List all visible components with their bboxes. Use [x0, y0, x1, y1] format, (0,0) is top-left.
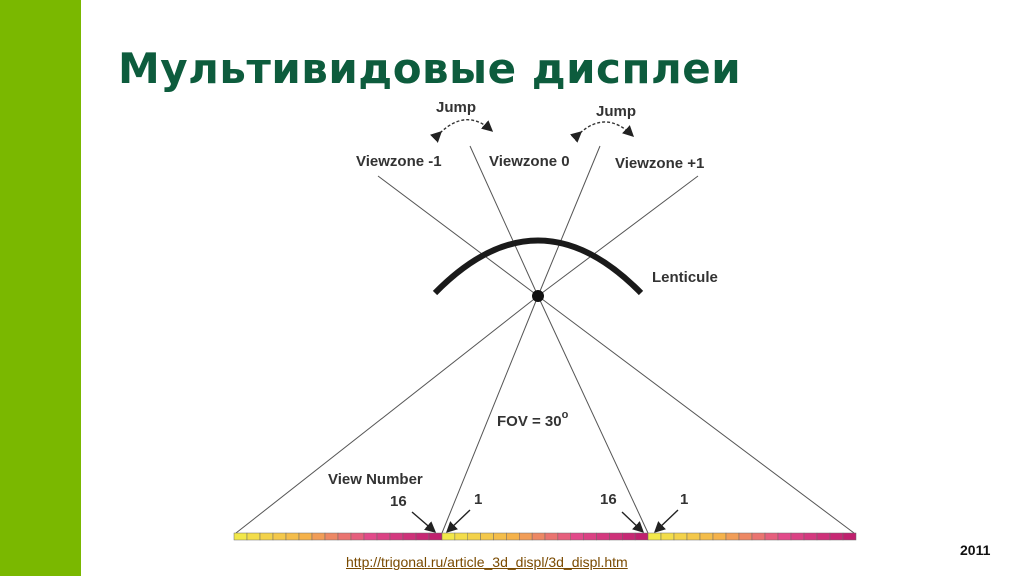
strip-segment: [816, 532, 831, 541]
marker-1-left-label: 1: [474, 491, 482, 508]
ray-viewzone-zero-right: [537, 145, 601, 297]
strip-segment: [259, 532, 274, 541]
strip-segment: [531, 532, 546, 541]
year-label: 2011: [960, 542, 991, 558]
strip-segment: [622, 532, 636, 541]
strip-segment: [673, 532, 688, 541]
strip-segment: [738, 532, 753, 541]
viewzone-zero-label: Viewzone 0: [489, 153, 570, 170]
strip-segment: [376, 532, 391, 541]
marker-1-right-arrow: [653, 509, 679, 533]
strip-segment: [454, 532, 469, 541]
marker-16-left-label: 16: [390, 493, 407, 510]
strip-segment: [751, 532, 766, 541]
strip-segment: [324, 532, 339, 541]
marker-16-left-arrow: [411, 511, 437, 533]
lenticule-label: Lenticule: [652, 269, 718, 286]
marker-1-left-arrow: [445, 509, 471, 533]
strip-segment: [506, 532, 520, 541]
strip-segment: [803, 532, 818, 541]
source-link[interactable]: http://trigonal.ru/article_3d_displ/3d_d…: [346, 554, 628, 570]
pixel-strip: [233, 532, 857, 541]
strip-segment: [415, 532, 430, 541]
strip-segment: [686, 532, 701, 541]
strip-segment: [777, 532, 792, 541]
strip-segment: [725, 532, 740, 541]
jump-arrow-right: [569, 121, 635, 143]
strip-segment: [246, 532, 261, 541]
fov-ray-outer-left: [235, 295, 539, 534]
focal-point: [532, 290, 544, 302]
viewzone-plus-label: Viewzone +1: [615, 155, 704, 172]
strip-segment: [829, 532, 844, 541]
strip-segment: [544, 532, 559, 541]
strip-segment: [660, 532, 675, 541]
strip-segment: [233, 532, 248, 541]
strip-segment: [389, 532, 404, 541]
strip-segment: [570, 532, 584, 541]
fov-ray-inner-left: [441, 295, 539, 534]
strip-segment: [441, 532, 456, 541]
view-number-label: View Number: [328, 471, 423, 488]
marker-1-right-label: 1: [680, 491, 688, 508]
strip-segment: [790, 532, 805, 541]
strip-segment: [596, 532, 610, 541]
strip-segment: [298, 532, 313, 541]
jump-label-left: Jump: [436, 99, 476, 116]
marker-16-right-label: 16: [600, 491, 617, 508]
strip-segment: [699, 532, 714, 541]
strip-segment: [764, 532, 779, 541]
jump-label-right: Jump: [596, 103, 636, 120]
strip-segment: [428, 532, 443, 541]
strip-segment: [557, 532, 572, 541]
strip-segment: [519, 532, 533, 541]
strip-segment: [467, 532, 481, 541]
strip-segment: [311, 532, 326, 541]
viewzone-minus-label: Viewzone -1: [356, 153, 442, 170]
strip-segment: [363, 532, 378, 541]
fov-label: FOV = 30o: [497, 409, 569, 430]
strip-segment: [634, 532, 649, 541]
fov-ray-inner-right: [537, 295, 649, 534]
ray-viewzone-minus: [377, 175, 539, 297]
green-side-bar: [0, 0, 81, 576]
strip-segment: [842, 532, 857, 541]
ray-viewzone-zero-left: [469, 145, 539, 297]
strip-segment: [480, 532, 494, 541]
strip-segment: [350, 532, 365, 541]
strip-segment: [337, 532, 352, 541]
strip-segment: [583, 532, 597, 541]
lenticule-arc: [432, 237, 644, 296]
strip-segment: [285, 532, 300, 541]
strip-segment: [402, 532, 417, 541]
ray-viewzone-plus: [537, 175, 699, 297]
strip-segment: [609, 532, 623, 541]
fov-ray-outer-right: [537, 295, 855, 534]
strip-segment: [493, 532, 507, 541]
fov-text: FOV = 30: [497, 413, 562, 430]
marker-16-right-arrow: [621, 511, 645, 533]
strip-segment: [712, 532, 727, 541]
strip-segment: [647, 532, 662, 541]
slide-title: Мультивидовые дисплеи: [118, 44, 742, 93]
fov-degree: o: [562, 409, 569, 421]
strip-segment: [272, 532, 287, 541]
jump-arrow-left: [430, 119, 494, 143]
